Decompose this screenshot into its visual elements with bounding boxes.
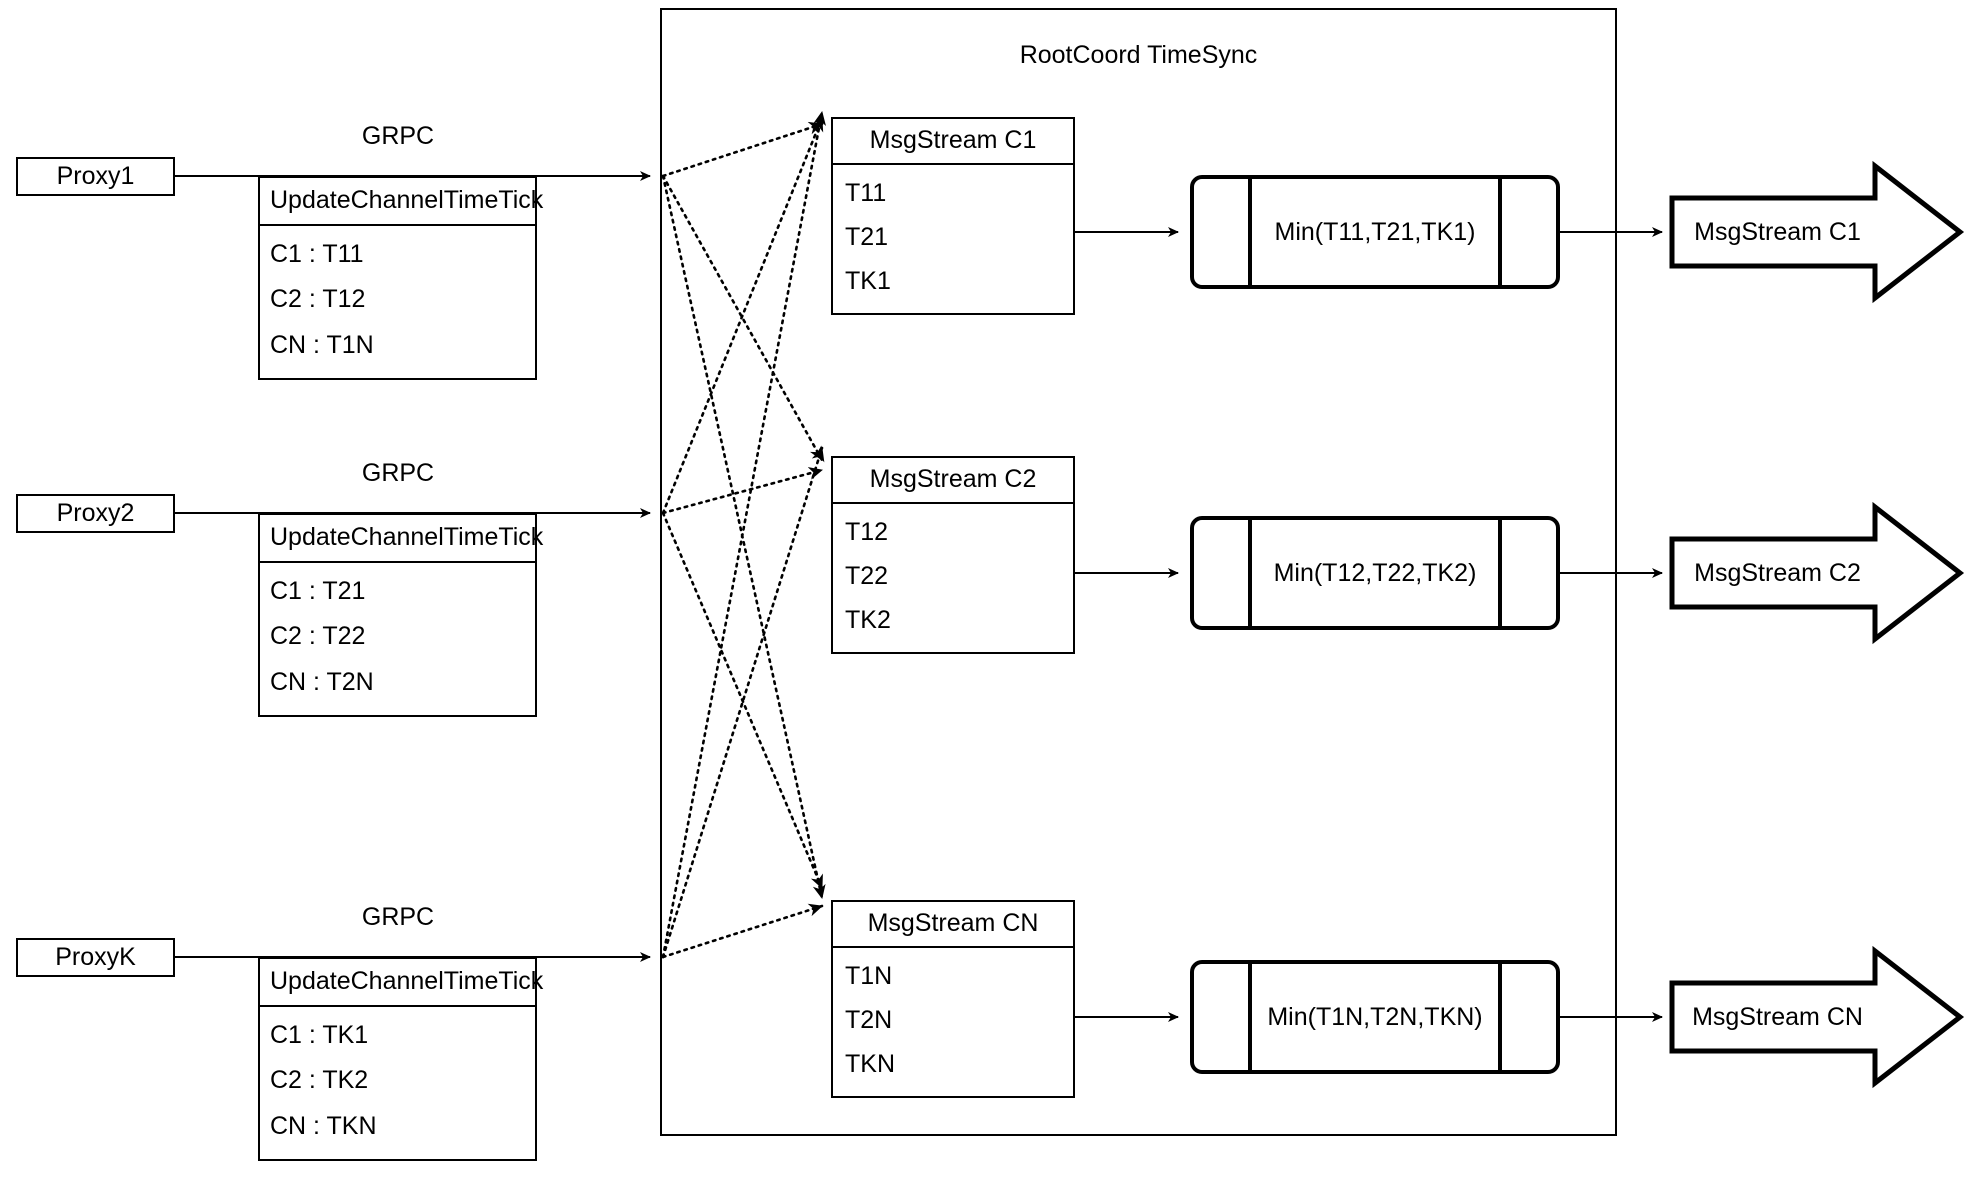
uctt-title: UpdateChannelTimeTick xyxy=(260,178,543,226)
min-process-cn: Min(T1N,T2N,TKN) xyxy=(1190,960,1560,1074)
grpc-label-1: GRPC xyxy=(361,122,435,150)
msgstream-title: MsgStream C1 xyxy=(833,119,1073,165)
update-channel-timetick-table-3: UpdateChannelTimeTick C1 : TK1 C2 : TK2 … xyxy=(258,957,543,1161)
proxy-label: Proxy1 xyxy=(56,162,135,190)
proxy-box-k[interactable]: ProxyK xyxy=(16,938,175,977)
msgstream-table-c2: MsgStream C2 T12 T22 TK2 xyxy=(831,456,1075,654)
output-block-arrow-c1: MsgStream C1 xyxy=(1669,160,1965,304)
container-title: RootCoord TimeSync xyxy=(1019,41,1258,69)
msgstream-tick: T1N xyxy=(845,961,893,990)
msgstream-title: MsgStream C2 xyxy=(833,458,1073,504)
uctt-body: C1 : T21 C2 : T22 CN : T2N xyxy=(260,563,535,715)
update-channel-timetick-table-1: UpdateChannelTimeTick C1 : T11 C2 : T12 … xyxy=(258,176,543,380)
msgstream-tick: T2N xyxy=(845,1005,893,1034)
min-process-c1: Min(T11,T21,TK1) xyxy=(1190,175,1560,289)
proxy-label: ProxyK xyxy=(55,943,136,971)
process-bar-left xyxy=(1248,520,1252,626)
msgstream-body: T1N T2N TKN xyxy=(833,948,1073,1096)
rootcoord-timesync-container xyxy=(660,8,1617,1136)
msgstream-tick: TKN xyxy=(845,1049,895,1078)
uctt-body: C1 : T11 C2 : T12 CN : T1N xyxy=(260,226,535,378)
proxy-box-2[interactable]: Proxy2 xyxy=(16,494,175,533)
output-block-arrow-c2: MsgStream C2 xyxy=(1669,501,1965,645)
uctt-title: UpdateChannelTimeTick xyxy=(260,515,543,563)
min-label: Min(T11,T21,TK1) xyxy=(1274,217,1476,246)
msgstream-tick: T22 xyxy=(845,561,889,590)
process-bar-right xyxy=(1498,964,1502,1070)
uctt-row: CN : T1N xyxy=(270,330,374,359)
output-block-arrow-cn: MsgStream CN xyxy=(1669,945,1965,1089)
uctt-row: CN : T2N xyxy=(270,667,374,696)
msgstream-title: MsgStream CN xyxy=(833,902,1073,948)
msgstream-table-c1: MsgStream C1 T11 T21 TK1 xyxy=(831,117,1075,315)
min-process-c2: Min(T12,T22,TK2) xyxy=(1190,516,1560,630)
uctt-row: C2 : T22 xyxy=(270,622,366,651)
uctt-row: C1 : T21 xyxy=(270,577,366,606)
msgstream-body: T12 T22 TK2 xyxy=(833,504,1073,652)
uctt-row: CN : TKN xyxy=(270,1111,377,1140)
msgstream-tick: TK1 xyxy=(845,266,891,295)
process-bar-right xyxy=(1498,179,1502,285)
msgstream-tick: TK2 xyxy=(845,605,891,634)
proxy-box-1[interactable]: Proxy1 xyxy=(16,157,175,196)
msgstream-body: T11 T21 TK1 xyxy=(833,165,1073,313)
min-label: Min(T12,T22,TK2) xyxy=(1273,558,1477,587)
uctt-title: UpdateChannelTimeTick xyxy=(260,959,543,1007)
grpc-label-2: GRPC xyxy=(361,459,435,487)
uctt-body: C1 : TK1 C2 : TK2 CN : TKN xyxy=(260,1007,535,1159)
proxy-label: Proxy2 xyxy=(56,499,135,527)
uctt-row: C1 : TK1 xyxy=(270,1021,369,1050)
uctt-row: C2 : T12 xyxy=(270,285,366,314)
uctt-row: C1 : T11 xyxy=(270,240,364,269)
update-channel-timetick-table-2: UpdateChannelTimeTick C1 : T21 C2 : T22 … xyxy=(258,513,543,717)
msgstream-tick: T21 xyxy=(845,222,889,251)
msgstream-tick: T11 xyxy=(845,178,887,207)
process-bar-left xyxy=(1248,179,1252,285)
process-bar-left xyxy=(1248,964,1252,1070)
grpc-label-3: GRPC xyxy=(361,903,435,931)
min-label: Min(T1N,T2N,TKN) xyxy=(1267,1002,1483,1031)
msgstream-table-cn: MsgStream CN T1N T2N TKN xyxy=(831,900,1075,1098)
process-bar-right xyxy=(1498,520,1502,626)
msgstream-tick: T12 xyxy=(845,517,889,546)
uctt-row: C2 : TK2 xyxy=(270,1066,369,1095)
